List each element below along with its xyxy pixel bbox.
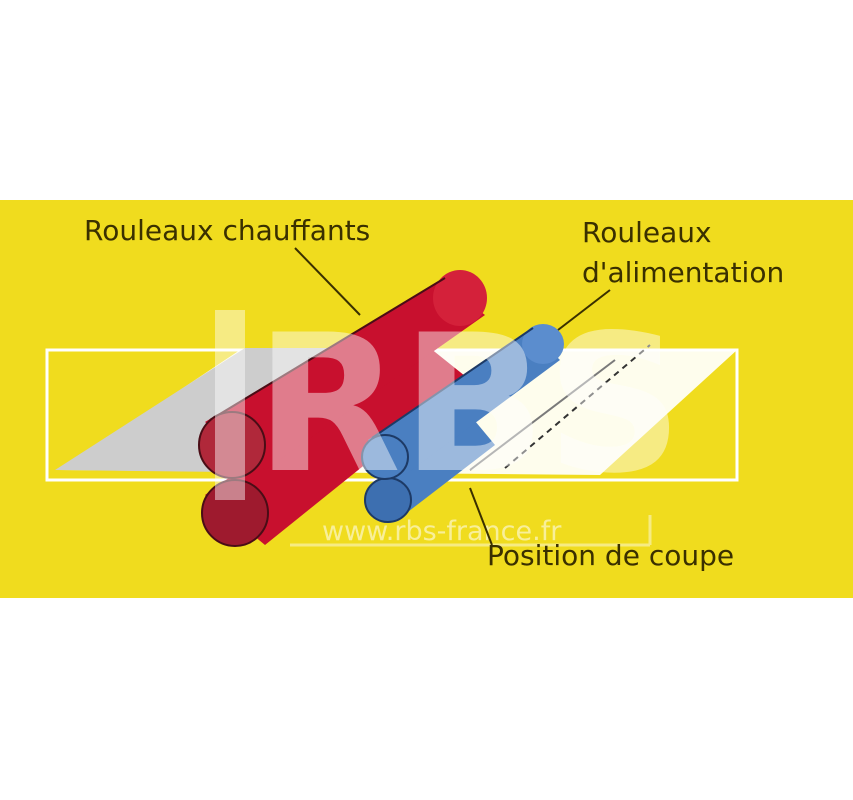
watermark-url: www.rbs-france.fr [322,516,562,547]
heating-roller-upper-body [205,280,485,470]
cut-line [504,344,651,469]
heating-roller-lower-end [201,479,269,547]
sheet-fold-line [469,359,616,471]
heating-rollers-label: Rouleaux chauffants [84,214,370,247]
heating-rollers-leader [294,247,361,316]
heating-roller-upper-end [198,411,266,479]
cut-position-label: Position de coupe [487,539,734,572]
laminator-diagram: RBS www.rbs-france.fr Rouleaux chauffant… [0,200,853,598]
watermark: RBS [215,294,683,547]
heating-roller-lower-body [205,340,470,545]
feed-rollers-leader [557,289,611,331]
watermark-logo-text: RBS [255,294,683,515]
heating-roller-upper-edge [209,277,446,421]
feed-rollers-label-line2: d'alimentation [582,256,784,289]
cut-position-leader [469,487,493,546]
heating-roller-upper-far-end [433,270,487,326]
heating-rollers [198,270,487,547]
feed-roller-upper-end [361,434,409,480]
feed-rollers [361,324,564,523]
feed-roller-upper-far-end [522,324,564,364]
feed-rollers-label-line1: Rouleaux [582,216,712,249]
diagram-panel: RBS www.rbs-france.fr Rouleaux chauffant… [0,200,853,598]
feed-roller-upper-edge [371,327,534,439]
watermark-logo-bar [215,310,245,500]
feed-roller-upper-body [368,330,560,475]
